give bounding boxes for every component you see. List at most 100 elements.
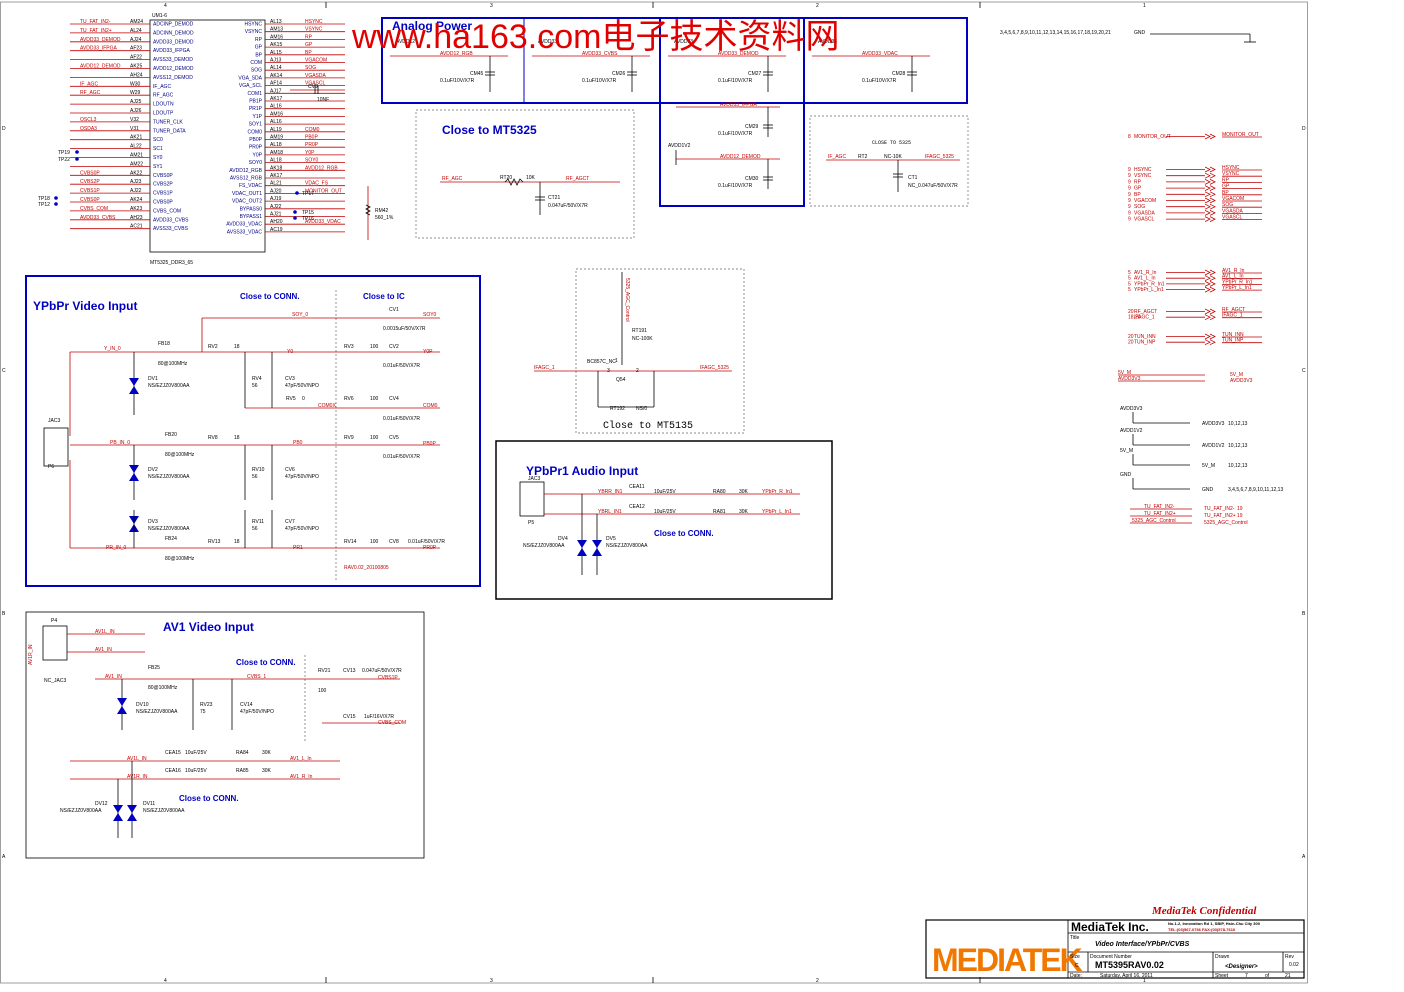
- rt191-ref: RT191: [632, 328, 647, 334]
- av1-in-net-2: AV1_IN: [105, 674, 122, 680]
- pwr-cap-val: 0.1uF/10V/X7R: [582, 78, 617, 84]
- rail-label: AVDD1V2: [1202, 443, 1225, 449]
- ic-left-net: CVBS1P: [80, 188, 100, 194]
- ic-left-ball: V32: [130, 117, 139, 123]
- transistor-block-title: Close to MT5135: [603, 420, 693, 432]
- pwr-extra-val: 0.1uF/10V/X7R: [718, 183, 753, 189]
- tu-net: TU_FAT_IN2-: [1144, 504, 1175, 510]
- ic-right-ball: AL14: [270, 65, 282, 71]
- ypbpr-l-out: YPbPr_L_In1: [762, 509, 792, 515]
- ic-left-ball: W29: [130, 90, 141, 96]
- ic-right-ball: AL19: [270, 127, 282, 133]
- ct21-val: 0.047uF/50V/X7R: [548, 203, 588, 209]
- power-net: 5V_M: [1118, 370, 1131, 376]
- pwr-supply: AVDD12: [396, 39, 415, 45]
- col-label: 4: [164, 978, 167, 984]
- ic-right-ball: AJ17: [270, 88, 282, 94]
- av1-in-net: AV1_IN: [95, 647, 112, 653]
- drawn-value: <Designer>: [1225, 964, 1258, 970]
- ic-right-ball: AM13: [270, 27, 283, 33]
- ypbpr-r-out: YPbPr_R_In1: [762, 489, 793, 495]
- ic-left-pin-name: SC0: [153, 137, 163, 143]
- ra84-val: 30K: [262, 750, 272, 756]
- cv4-ref: CV4: [389, 396, 399, 402]
- ic-left-ball: AC21: [130, 224, 143, 230]
- offpage-label: SOG: [1222, 202, 1233, 208]
- cv3-ref: CV3: [285, 376, 295, 382]
- ic-left-pin-name: TUNER_CLK: [153, 119, 183, 125]
- ic-right-net: GP: [305, 42, 313, 48]
- offpage-num: 9: [1128, 167, 1131, 173]
- rail-net: AVDD1V2: [1120, 428, 1143, 434]
- mediatek-logo: MEDIATEK: [932, 942, 1083, 978]
- cv6-val: 47pF/50V/NPO: [285, 474, 319, 480]
- dv10-ref: DV10: [136, 702, 149, 708]
- ic-left-pin-name: IF_AGC: [153, 84, 171, 90]
- ic-left-ball: AJ24: [130, 37, 142, 43]
- rt2-ref: RT2: [858, 154, 868, 160]
- offpage-num: 9: [1128, 179, 1131, 185]
- ic-right-ball: AH20: [270, 219, 283, 225]
- ic-left-ball: AK21: [130, 135, 142, 141]
- ic-left-net: CVBS_COM: [80, 206, 108, 212]
- ic-left-pin-name: RF_AGC: [153, 93, 174, 99]
- row-label: C: [2, 368, 6, 374]
- cv13-val: 0.047uF/50V/X7R: [362, 668, 402, 674]
- audio-close-conn: Close to CONN.: [654, 529, 714, 538]
- offpage-label: AV1_L_In: [1222, 274, 1244, 280]
- offpage-num: 20: [1128, 334, 1134, 340]
- ic-right-pin-name: FS_VDAC: [239, 183, 262, 189]
- ybrl-net: YBRL_IN1: [598, 509, 622, 515]
- rev-note: RAV0.02_20100805: [344, 565, 389, 571]
- ra81-val: 30K: [739, 509, 749, 515]
- ic-right-ball: AL16: [270, 119, 282, 125]
- ic-left-pin-name: LDOUTP: [153, 111, 174, 117]
- ic-right-pin-name: Y1P: [253, 114, 263, 120]
- rv13-val: 18: [234, 539, 240, 545]
- dv4-ref: DV4: [558, 536, 568, 542]
- pwr-net: AVDD33_VDAC: [862, 51, 898, 57]
- ic-right-pin-name: BP: [255, 52, 262, 58]
- ic-right-ball: AL21: [270, 181, 282, 187]
- offpage-net: SOG: [1134, 204, 1145, 210]
- ic-left-net: AVDD33_IFPGA: [80, 46, 118, 52]
- ypbpr-close-conn: Close to CONN.: [240, 292, 300, 301]
- cv9-val: 10NF: [317, 97, 329, 103]
- rv14-ref: RV14: [344, 539, 357, 545]
- rt192-ref: RT192: [610, 406, 625, 412]
- ic-left-pin-name: SY0: [153, 155, 163, 161]
- av1r-in-vert: AV1R_IN: [28, 644, 34, 665]
- offpage-net: YPbPr_L_In1: [1134, 287, 1164, 293]
- row-label: B: [2, 611, 6, 617]
- ic-right-pin-name: VGA_SCL: [239, 83, 262, 89]
- offpage-num: 5: [1128, 276, 1131, 282]
- rv11-val: 56: [252, 526, 258, 532]
- dv2-ref: DV2: [148, 467, 158, 473]
- ic-right-ball: AL16: [270, 104, 282, 110]
- power-net: AVDD3V3: [1118, 376, 1141, 382]
- offpage-num: 5: [1128, 287, 1131, 293]
- row-label: D: [2, 126, 6, 132]
- rail-pages: 10,12,13: [1228, 463, 1248, 469]
- fb24-val: 80@100MHz: [165, 556, 195, 562]
- q-pin3: 3: [607, 368, 610, 374]
- analog-power-title: Analog Power: [392, 19, 472, 33]
- rv5-val: 0: [302, 396, 305, 402]
- ic-right-pin-name: SOY1: [249, 122, 263, 128]
- cea11-val: 10uF/25V: [654, 489, 676, 495]
- dv12-val: NS/EZJZ0V800AA: [60, 808, 102, 814]
- cv5-ref: CV5: [389, 435, 399, 441]
- ic-right-net: RP: [305, 34, 313, 40]
- ct1-val: NC_0.047uF/50V/X7R: [908, 183, 958, 189]
- cv7-val: 47pF/50V/NPO: [285, 526, 319, 532]
- pwr-extra-val: 0.1uF/10V/X7R: [718, 131, 753, 137]
- y0p-out: Y0P: [423, 349, 433, 355]
- fb20-val: 80@100MHz: [165, 452, 195, 458]
- ypbpr1-audio-block: YPbPr1 Audio Input JAC3 P5 YBRR_IN1 YBRL…: [495, 440, 833, 600]
- ic-left-pin-name: CVBS2P: [153, 182, 173, 188]
- rv9-ref: RV9: [344, 435, 354, 441]
- y0-net: Y0: [287, 349, 293, 355]
- ic-left-ball: AK22: [130, 170, 142, 176]
